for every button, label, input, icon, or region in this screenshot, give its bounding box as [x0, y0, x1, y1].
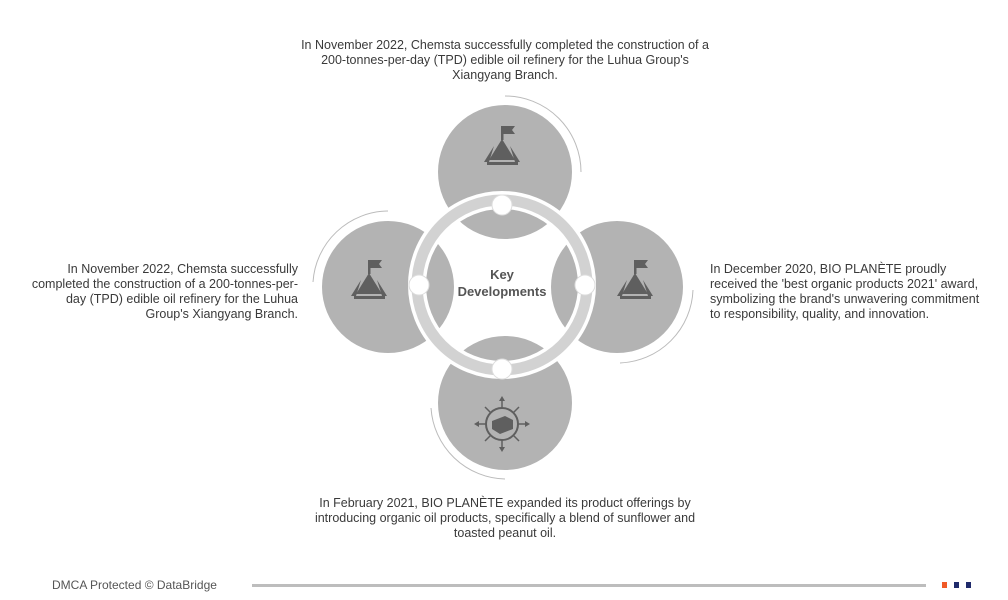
center-title-line1: Key — [490, 267, 514, 282]
connector-dot-right — [574, 274, 596, 296]
connector-dot-left — [408, 274, 430, 296]
development-text-top: In November 2022, Chemsta successfully c… — [301, 38, 709, 82]
development-text-right: In December 2020, BIO PLANÈTE proudly re… — [710, 262, 980, 321]
connector-dot-top — [491, 194, 513, 216]
product-distribution-icon — [474, 396, 530, 452]
decorative-arc-right — [619, 289, 694, 364]
decorative-arc-top — [504, 95, 582, 173]
development-text-left: In November 2022, Chemsta successfully c… — [31, 262, 298, 321]
decorative-arc-left — [312, 210, 389, 283]
brand-square-navy — [966, 582, 971, 588]
development-text-bottom: In February 2021, BIO PLANÈTE expanded i… — [314, 496, 696, 540]
connector-dot-bottom — [491, 358, 513, 380]
center-title: Key Developments — [442, 266, 562, 300]
center-title-line2: Developments — [457, 284, 547, 299]
decorative-arc-bottom — [430, 407, 506, 480]
footer-divider — [252, 584, 926, 587]
brand-square-orange — [942, 582, 947, 588]
brand-square-navy — [954, 582, 959, 588]
footer-copyright: DMCA Protected © DataBridge — [52, 578, 217, 592]
